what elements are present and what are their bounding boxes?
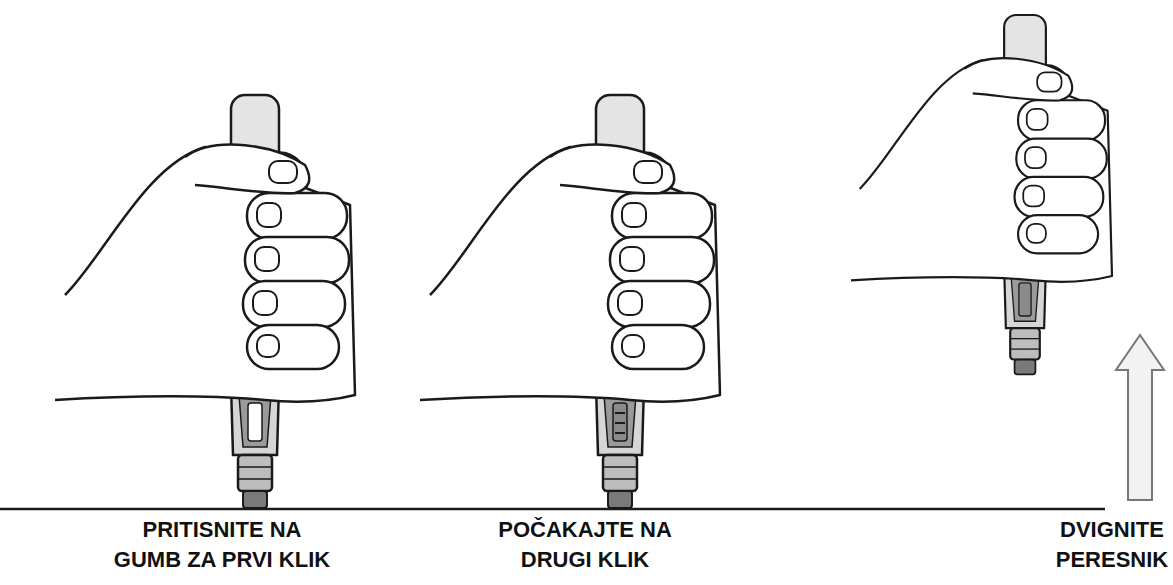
hand (55, 145, 355, 402)
indicator-mark (615, 432, 625, 434)
pen-window (1019, 283, 1031, 316)
indicator-mark (615, 412, 625, 414)
indicator-mark (615, 422, 625, 424)
pen-window (613, 403, 627, 441)
skin-line (0, 508, 1105, 511)
pen-step-three (851, 15, 1112, 374)
step-caption: PRITISNITE NA GUMB ZA PRVI KLIK (110, 515, 334, 575)
pen-window (248, 403, 262, 441)
step-caption: POČAKAJTE NA DRUGI KLIK (493, 515, 677, 575)
lift-arrow (1116, 335, 1164, 500)
hand (851, 58, 1112, 282)
step-caption: DVIGNITE PERESNIK (1053, 515, 1171, 575)
pen-step-two (420, 95, 720, 508)
pen-step-one (55, 95, 355, 508)
hand (420, 145, 720, 402)
